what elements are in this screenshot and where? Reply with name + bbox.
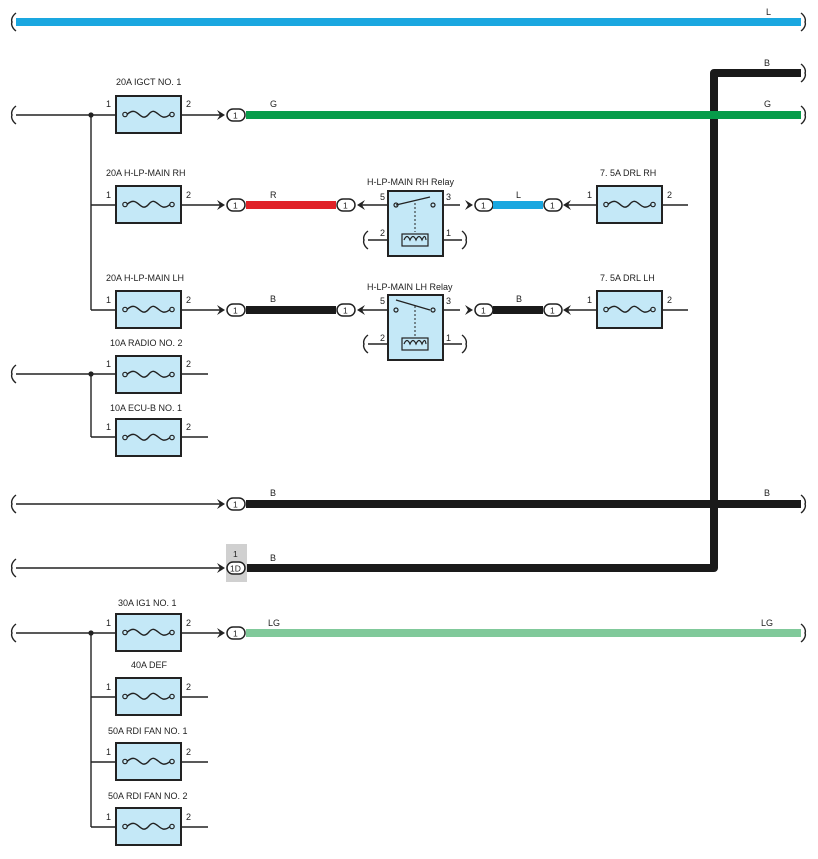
igct-out-wire: G G — [246, 99, 807, 125]
fuse-label: 30A IG1 NO. 1 — [118, 598, 177, 608]
svg-text:2: 2 — [186, 812, 191, 822]
wire-label: G — [764, 99, 771, 109]
svg-text:1: 1 — [550, 201, 555, 211]
connector-1d-label: 1D — [230, 564, 241, 574]
relay-hlp-main-rh: H-LP-MAIN RH Relay 5 3 2 1 1 — [362, 177, 494, 257]
wire-label: B — [270, 553, 276, 563]
fuse-radio-no2: 10A RADIO NO. 2 1 2 — [106, 338, 208, 394]
svg-text:1: 1 — [106, 747, 111, 757]
svg-text:5: 5 — [380, 296, 385, 306]
wire-label: B — [516, 294, 522, 304]
wire-label: L — [766, 7, 771, 17]
fuse-rdi-fan-no1: 50A RDI FAN NO. 1 1 2 — [106, 726, 208, 781]
svg-text:3: 3 — [446, 192, 451, 202]
fuse-rdi-fan-no2: 50A RDI FAN NO. 2 1 2 — [106, 791, 208, 846]
fuse-label: 40A DEF — [131, 660, 168, 670]
svg-text:1: 1 — [106, 618, 111, 628]
mid-b-wire: 1 B B — [10, 488, 807, 514]
svg-text:1: 1 — [446, 228, 451, 238]
wire-label: LG — [761, 618, 773, 628]
wire-label: B — [764, 58, 770, 68]
svg-text:2: 2 — [667, 190, 672, 200]
svg-text:1: 1 — [587, 190, 592, 200]
fuse-label: 7. 5A DRL RH — [600, 168, 656, 178]
svg-text:3: 3 — [446, 296, 451, 306]
fuse-drl-lh: 7. 5A DRL LH 1 2 — [587, 273, 688, 329]
top-l-wire: L — [10, 7, 807, 32]
svg-text:2: 2 — [186, 99, 191, 109]
relay-label: H-LP-MAIN LH Relay — [367, 282, 453, 292]
svg-text:1: 1 — [106, 359, 111, 369]
svg-text:1: 1 — [106, 812, 111, 822]
fuse-igct-no1: 20A IGCT NO. 1 1 2 1 — [106, 77, 246, 134]
svg-text:2: 2 — [186, 747, 191, 757]
fuse-ig1-no1: 30A IG1 NO. 1 1 2 1 LG LG — [106, 598, 807, 652]
fuse-label: 7. 5A DRL LH — [600, 273, 655, 283]
wire-label: R — [270, 190, 277, 200]
black-trunk-wire: B — [246, 58, 807, 572]
svg-text:1: 1 — [106, 99, 111, 109]
svg-text:1: 1 — [233, 500, 238, 510]
rh-red-wire: R 1 — [246, 190, 388, 212]
svg-text:2: 2 — [380, 228, 385, 238]
svg-text:2: 2 — [667, 295, 672, 305]
svg-text:1: 1 — [233, 306, 238, 316]
svg-text:1: 1 — [550, 306, 555, 316]
svg-text:2: 2 — [186, 618, 191, 628]
wire-label: B — [270, 488, 276, 498]
wire-label: B — [270, 294, 276, 304]
wire-label: G — [270, 99, 277, 109]
svg-text:5: 5 — [380, 192, 385, 202]
fuse-label: 50A RDI FAN NO. 1 — [108, 726, 188, 736]
wire-label: L — [516, 190, 521, 200]
fuse-label: 10A ECU-B NO. 1 — [110, 403, 182, 413]
fuse-label: 20A IGCT NO. 1 — [116, 77, 181, 87]
svg-text:1: 1 — [343, 201, 348, 211]
svg-text:1: 1 — [106, 422, 111, 432]
fuse-hlp-main-lh: 20A H-LP-MAIN LH 1 2 1 — [106, 273, 246, 329]
fuse-label: 20A H-LP-MAIN LH — [106, 273, 184, 283]
svg-text:1: 1 — [233, 629, 238, 639]
relay-hlp-main-lh: H-LP-MAIN LH Relay 5 3 2 1 1 — [362, 282, 494, 361]
lh-black-wire-2: B 1 — [493, 294, 597, 317]
rh-blue-wire: L 1 — [493, 190, 597, 212]
svg-text:1: 1 — [587, 295, 592, 305]
svg-text:1: 1 — [481, 201, 486, 211]
fuse-def: 40A DEF 1 2 — [106, 660, 208, 716]
relay-label: H-LP-MAIN RH Relay — [367, 177, 455, 187]
svg-text:2: 2 — [186, 422, 191, 432]
connector-pin-label: 1 — [233, 549, 238, 559]
bus-group-1 — [10, 105, 116, 311]
fuse-hlp-main-rh: 20A H-LP-MAIN RH 1 2 1 — [106, 168, 246, 224]
fuse-label: 10A RADIO NO. 2 — [110, 338, 183, 348]
bus-group-3 — [10, 623, 116, 828]
wire-label: LG — [268, 618, 280, 628]
svg-text:1: 1 — [481, 306, 486, 316]
svg-text:1: 1 — [233, 201, 238, 211]
svg-text:1: 1 — [106, 295, 111, 305]
fuse-label: 20A H-LP-MAIN RH — [106, 168, 186, 178]
bus-group-2 — [10, 364, 116, 438]
svg-text:2: 2 — [186, 295, 191, 305]
svg-text:1: 1 — [343, 306, 348, 316]
fuse-ecu-b-no1: 10A ECU-B NO. 1 1 2 — [106, 403, 208, 457]
svg-text:1: 1 — [106, 190, 111, 200]
svg-text:1: 1 — [233, 111, 238, 121]
svg-text:1: 1 — [106, 682, 111, 692]
fuse-drl-rh: 7. 5A DRL RH 1 2 — [587, 168, 688, 224]
svg-text:2: 2 — [380, 333, 385, 343]
svg-text:2: 2 — [186, 359, 191, 369]
svg-text:1: 1 — [446, 333, 451, 343]
svg-text:2: 2 — [186, 190, 191, 200]
svg-text:2: 2 — [186, 682, 191, 692]
lh-black-wire: B 1 — [246, 294, 388, 317]
wire-label: B — [764, 488, 770, 498]
jb-1d-wire: 1 1D B — [10, 544, 276, 582]
fuse-label: 50A RDI FAN NO. 2 — [108, 791, 188, 801]
